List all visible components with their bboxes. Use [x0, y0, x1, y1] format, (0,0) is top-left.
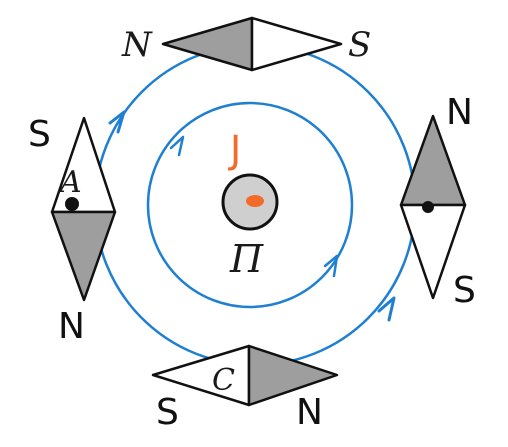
point-c-label: C [212, 363, 235, 398]
left-needle-bottom-label: N [58, 306, 85, 347]
inner-arrow-lower-right-icon [323, 254, 339, 278]
point-a-label: A [57, 165, 82, 200]
bottom-compass-needle-icon [151, 344, 339, 407]
right-needle-marker-icon [422, 201, 434, 213]
bottom-needle-right-label: N [296, 392, 323, 433]
left-needle-top-label: S [28, 114, 51, 155]
inner-arrow-upper-left-icon [169, 135, 185, 157]
outer-arrow-upper-left-icon [108, 110, 126, 134]
inner-field-line [146, 101, 354, 309]
right-needle-top-label: N [446, 92, 473, 133]
top-needle-right-label: S [348, 25, 371, 65]
outer-arrow-lower-right-icon [377, 296, 396, 322]
point-a-marker-icon [65, 197, 79, 211]
right-needle-bottom-label: S [453, 270, 476, 311]
conductor-label: П [229, 237, 264, 281]
conductor-current-dot-icon [246, 195, 264, 207]
left-compass-needle-icon [50, 116, 117, 302]
handwritten-orange-mark: Ј [228, 128, 241, 172]
top-needle-left-label: N [121, 25, 153, 65]
top-compass-needle-icon [161, 16, 343, 72]
bottom-needle-left-label: S [156, 392, 179, 433]
